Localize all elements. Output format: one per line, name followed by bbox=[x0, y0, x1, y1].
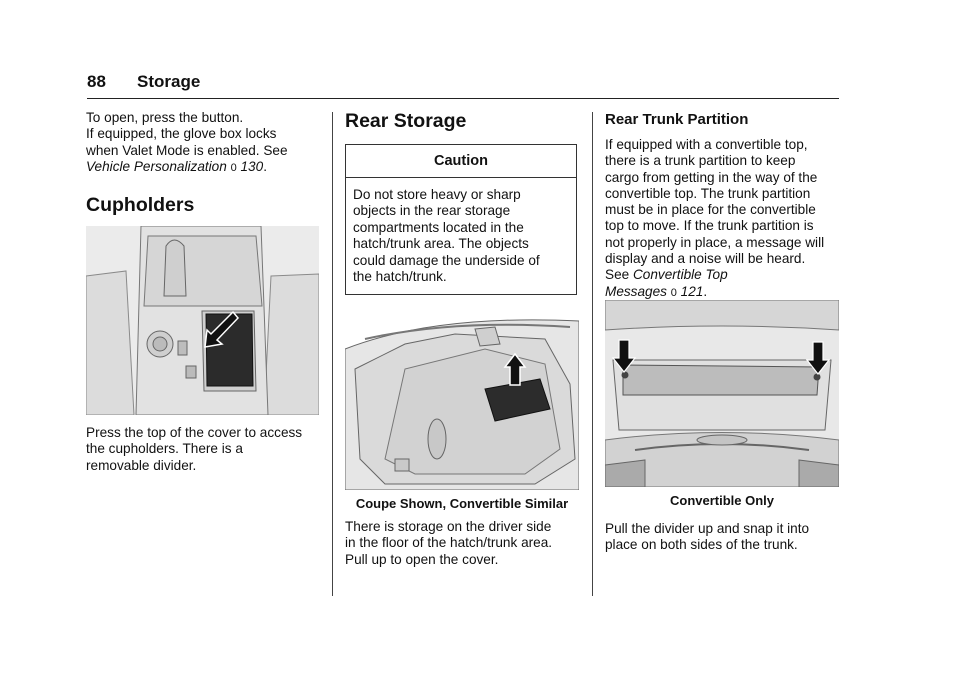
section-heading-rear-trunk-partition: Rear Trunk Partition bbox=[605, 111, 749, 128]
partition-instruction-paragraph: Pull the divider up and snap it into pla… bbox=[605, 521, 845, 554]
caution-line: Do not store heavy or sharp bbox=[353, 187, 521, 202]
intro-paragraph: To open, press the button. If equipped, … bbox=[86, 110, 320, 176]
xref-link[interactable]: Convertible Top bbox=[632, 267, 728, 283]
page-ref-icon: 0 bbox=[670, 286, 677, 299]
xref-page[interactable]: 130 bbox=[240, 158, 264, 174]
caution-line: compartments located in the bbox=[353, 219, 524, 235]
indicator-arrow-right bbox=[805, 341, 831, 375]
punct: . bbox=[703, 283, 708, 299]
text-line: must be in place for the convertible bbox=[605, 202, 816, 218]
intro-line: when Valet Mode is enabled. See bbox=[86, 142, 288, 158]
cupholder-figure bbox=[86, 226, 319, 415]
see-label: See bbox=[605, 267, 630, 283]
text-line: not properly in place, a message will bbox=[605, 234, 825, 250]
trunk-partition-illustration bbox=[605, 300, 839, 487]
indicator-arrow-left bbox=[611, 339, 637, 373]
xref-page[interactable]: 121 bbox=[680, 283, 704, 299]
column-divider-1 bbox=[332, 112, 333, 596]
text-line: If equipped with a convertible top, bbox=[605, 137, 808, 152]
caution-box: Caution Do not store heavy or sharp obje… bbox=[345, 144, 577, 296]
column-1: To open, press the button. If equipped, … bbox=[86, 110, 320, 217]
indicator-arrow bbox=[503, 352, 527, 386]
punct: . bbox=[263, 158, 267, 174]
page-number: 88 bbox=[87, 72, 106, 91]
xref-link[interactable]: Vehicle Personalization bbox=[86, 158, 227, 174]
text-line: cargo from getting in the way of the bbox=[605, 169, 818, 185]
text-line: Pull the divider up and snap it into bbox=[605, 521, 810, 536]
caution-body: Do not store heavy or sharp objects in t… bbox=[346, 178, 576, 294]
page-header: 88 Storage bbox=[87, 70, 839, 99]
column-3: Rear Trunk Partition If equipped with a … bbox=[605, 110, 839, 301]
text-line: in the floor of the hatch/trunk area. bbox=[345, 535, 553, 551]
rear-storage-illustration bbox=[345, 309, 579, 490]
text-line: the cupholders. There is a bbox=[86, 441, 243, 457]
rear-storage-figure bbox=[345, 309, 579, 490]
column-divider-2 bbox=[592, 112, 593, 596]
text-line: top to move. If the trunk partition is bbox=[605, 218, 814, 234]
intro-line: To open, press the button. bbox=[86, 110, 244, 125]
caution-title: Caution bbox=[346, 145, 576, 178]
partition-paragraph: If equipped with a convertible top, ther… bbox=[605, 137, 839, 301]
section-heading-cupholders: Cupholders bbox=[86, 194, 195, 217]
caution-line: could damage the underside of bbox=[353, 252, 540, 268]
figure-caption: Coupe Shown, Convertible Similar bbox=[355, 496, 569, 511]
trunk-partition-figure bbox=[605, 300, 839, 487]
column-2: Rear Storage Caution Do not store heavy … bbox=[345, 110, 579, 296]
text-line: Pull up to open the cover. bbox=[345, 551, 499, 567]
text-line: there is a trunk partition to keep bbox=[605, 153, 796, 169]
caution-line: hatch/trunk area. The objects bbox=[353, 236, 529, 252]
indicator-arrow bbox=[204, 310, 240, 348]
section-heading-rear-storage: Rear Storage bbox=[345, 110, 467, 132]
caution-line: objects in the rear storage bbox=[353, 203, 511, 219]
xref-link[interactable]: Messages bbox=[605, 283, 667, 299]
page-ref-icon: 0 bbox=[230, 161, 237, 174]
figure-caption: Convertible Only bbox=[669, 493, 775, 508]
text-line: removable divider. bbox=[86, 457, 197, 473]
cupholder-paragraph: Press the top of the cover to access the… bbox=[86, 425, 326, 474]
cupholder-illustration bbox=[86, 226, 319, 415]
text-line: place on both sides of the trunk. bbox=[605, 537, 798, 553]
text-line: There is storage on the driver side bbox=[345, 519, 552, 534]
text-line: display and a noise will be heard. bbox=[605, 251, 806, 267]
intro-line: If equipped, the glove box locks bbox=[86, 126, 277, 142]
text-line: Press the top of the cover to access bbox=[86, 425, 303, 440]
rear-storage-paragraph: There is storage on the driver side in t… bbox=[345, 519, 585, 568]
page-title: Storage bbox=[137, 72, 201, 91]
text-line: convertible top. The trunk partition bbox=[605, 185, 811, 201]
caution-line: the hatch/trunk. bbox=[353, 269, 447, 285]
